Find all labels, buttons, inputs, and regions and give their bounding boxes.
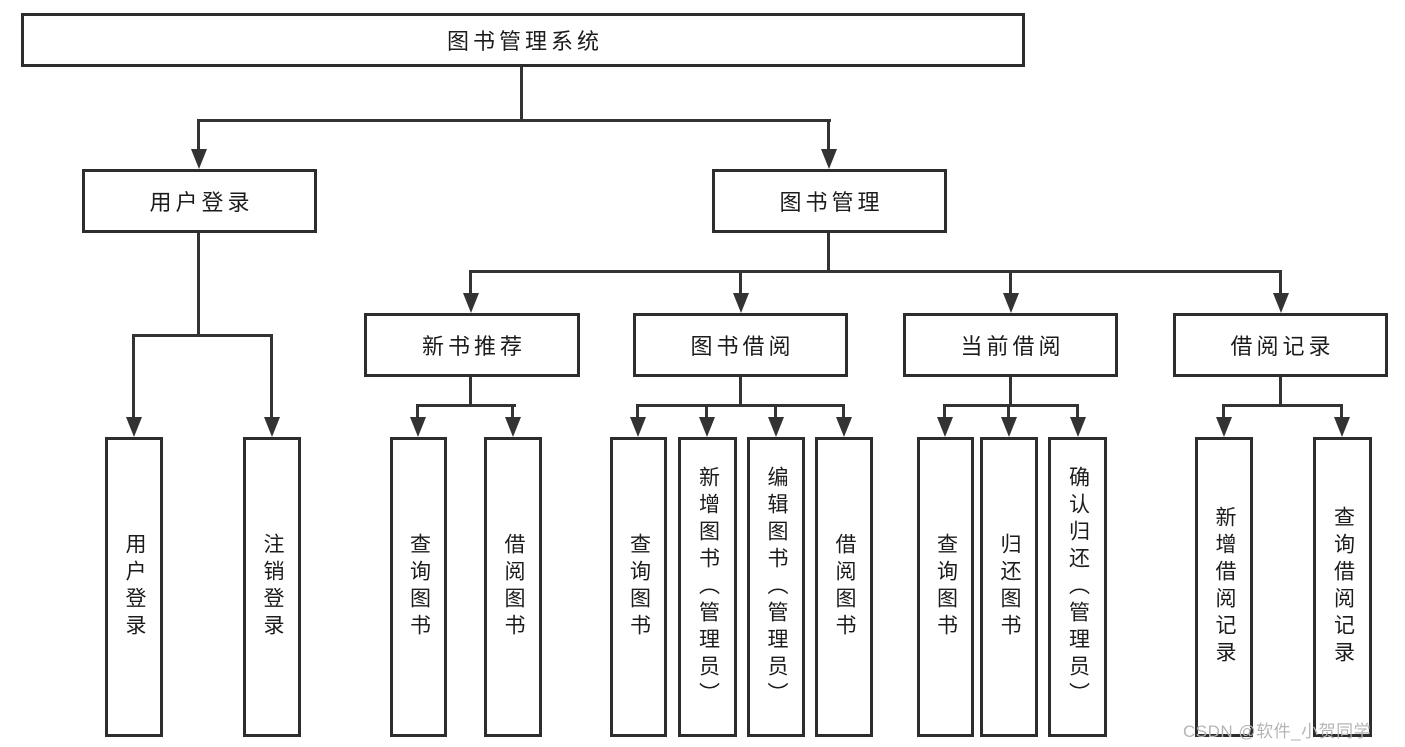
- node-label: 用户登录: [149, 190, 254, 215]
- node-label: 图书借阅: [690, 334, 795, 359]
- edge-drop-new-book-recommend: [469, 270, 472, 295]
- arrow-down-icon: [1003, 293, 1019, 313]
- arrow-down-icon: [1216, 417, 1232, 437]
- node-label: 新增借阅记录: [1213, 506, 1236, 668]
- edge-drop-book-management: [827, 119, 830, 151]
- edge-drop: [1007, 404, 1010, 419]
- edge-drop: [774, 404, 777, 419]
- node-query-borrow-record: 查询借阅记录: [1313, 437, 1372, 737]
- node-label: 图书管理系统: [446, 29, 603, 54]
- edge-newrec-trunk: [469, 377, 472, 407]
- node-borrow-records: 借阅记录: [1173, 313, 1388, 377]
- node-new-book-recommend: 新书推荐: [364, 313, 580, 377]
- arrow-down-icon: [821, 149, 837, 169]
- edge-user-login-trunk: [197, 233, 200, 337]
- edge-drop-logout: [270, 334, 273, 419]
- node-label: 图书管理: [779, 190, 884, 215]
- edge-root-trunk: [520, 67, 523, 122]
- watermark-text: CSDN @软件_小贺同学: [1183, 722, 1372, 741]
- edge-records-split: [1222, 404, 1343, 407]
- edge-book-management-split: [469, 270, 1282, 273]
- arrow-down-icon: [191, 149, 207, 169]
- node-query-books-current: 查询图书: [917, 437, 974, 737]
- edge-drop: [1076, 404, 1079, 419]
- node-edit-books-admin: 编辑图书（管理员）: [747, 437, 805, 737]
- node-return-books: 归还图书: [980, 437, 1038, 737]
- arrow-down-icon: [1273, 293, 1289, 313]
- edge-current-trunk: [1009, 377, 1012, 407]
- node-library-system: 图书管理系统: [21, 13, 1025, 67]
- node-label: 借阅图书: [833, 533, 856, 641]
- edge-book-management-trunk: [827, 233, 830, 273]
- node-label: 查询图书: [934, 533, 958, 641]
- edge-root-split: [197, 119, 831, 122]
- edge-newrec-split: [416, 404, 516, 407]
- edge-drop-current-borrowing: [1009, 270, 1012, 295]
- arrow-down-icon: [699, 417, 715, 437]
- edge-drop-login: [132, 334, 135, 419]
- node-label: 注销登录: [261, 533, 284, 641]
- edge-user-login-split: [132, 334, 273, 337]
- arrow-down-icon: [836, 417, 852, 437]
- node-label: 当前借阅: [960, 334, 1065, 359]
- node-label: 确认归还（管理员）: [1066, 465, 1090, 709]
- arrow-down-icon: [768, 417, 784, 437]
- edge-drop-user-login: [197, 119, 200, 151]
- edge-drop: [511, 404, 514, 419]
- edge-drop: [842, 404, 845, 419]
- node-borrow-books-borrowing: 借阅图书: [815, 437, 873, 737]
- edge-drop: [1340, 404, 1343, 419]
- edge-records-trunk: [1279, 377, 1282, 407]
- node-logout-action: 注销登录: [243, 437, 301, 737]
- node-book-management: 图书管理: [712, 169, 947, 233]
- arrow-down-icon: [1334, 417, 1350, 437]
- arrow-down-icon: [505, 417, 521, 437]
- node-add-books-admin: 新增图书（管理员）: [678, 437, 737, 737]
- arrow-down-icon: [126, 417, 142, 437]
- edge-drop-borrow-records: [1279, 270, 1282, 295]
- node-label: 新书推荐: [421, 334, 526, 359]
- node-user-login-action: 用户登录: [105, 437, 163, 737]
- edge-current-split: [943, 404, 1079, 407]
- node-query-books-borrowing: 查询图书: [610, 437, 667, 737]
- node-label: 查询图书: [627, 533, 651, 641]
- node-label: 借阅记录: [1230, 334, 1335, 359]
- arrow-down-icon: [937, 417, 953, 437]
- node-confirm-return-admin: 确认归还（管理员）: [1048, 437, 1107, 737]
- edge-drop: [636, 404, 639, 419]
- node-user-login: 用户登录: [82, 169, 317, 233]
- arrow-down-icon: [630, 417, 646, 437]
- arrow-down-icon: [733, 293, 749, 313]
- edge-drop: [416, 404, 419, 419]
- node-label: 归还图书: [998, 533, 1021, 641]
- node-label: 查询图书: [407, 533, 431, 641]
- edge-drop: [943, 404, 946, 419]
- edge-borrowing-split: [636, 404, 845, 407]
- node-borrow-books-newrec: 借阅图书: [484, 437, 542, 737]
- arrow-down-icon: [264, 417, 280, 437]
- node-label: 借阅图书: [502, 533, 525, 641]
- node-add-borrow-record: 新增借阅记录: [1195, 437, 1253, 737]
- arrow-down-icon: [1001, 417, 1017, 437]
- arrow-down-icon: [463, 293, 479, 313]
- node-current-borrowing: 当前借阅: [903, 313, 1118, 377]
- arrow-down-icon: [1070, 417, 1086, 437]
- node-label: 编辑图书（管理员）: [765, 465, 788, 709]
- node-label: 用户登录: [123, 533, 146, 641]
- node-label: 新增图书（管理员）: [696, 465, 720, 709]
- edge-drop: [705, 404, 708, 419]
- arrow-down-icon: [410, 417, 426, 437]
- edge-borrowing-trunk: [739, 377, 742, 407]
- edge-drop: [1222, 404, 1225, 419]
- node-book-borrowing: 图书借阅: [633, 313, 848, 377]
- edge-drop-book-borrowing: [739, 270, 742, 295]
- node-label: 查询借阅记录: [1331, 506, 1355, 668]
- node-query-books-newrec: 查询图书: [390, 437, 447, 737]
